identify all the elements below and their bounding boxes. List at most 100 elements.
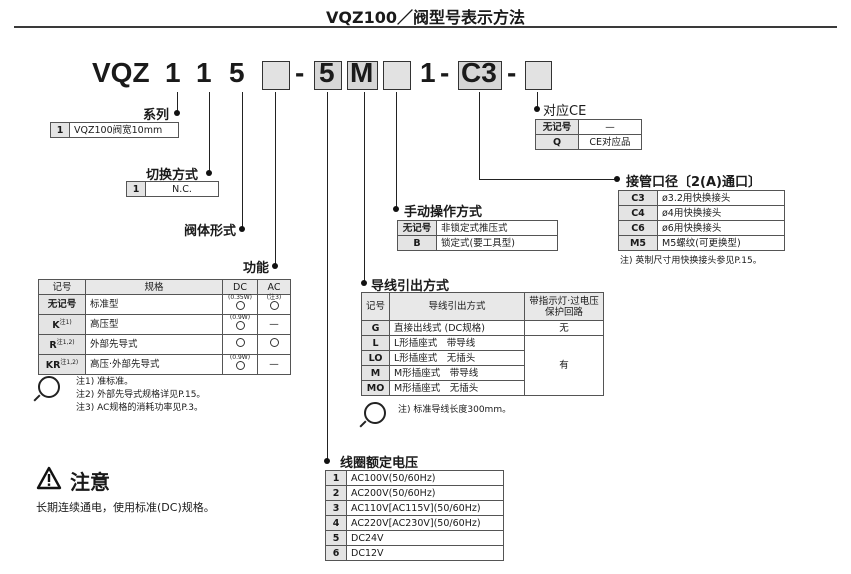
port-note: 注) 英制尺寸用快换接头参见P.15。 [620,256,762,266]
code-box-wiring [347,61,378,90]
voltage-value: AC220V[AC230V](50/60Hz) [346,515,504,531]
port-key: M5 [618,235,658,251]
voltage-value: DC24V [346,530,504,546]
magnifier-icon [364,402,386,424]
circle-icon [269,338,279,347]
leader-line [364,92,365,284]
table-row: 无记号— [535,119,642,135]
port-value: ø3.2用快换接头 [657,190,785,206]
caution-title: 注意 [70,470,110,494]
leader-dot [361,280,367,286]
circle-icon [235,321,245,330]
port-key: C3 [618,190,658,206]
leader-line [242,92,243,230]
table-row: KR注1,2) 高压·外部先导式 (0.9W) — [38,354,291,375]
table-row: G 直接出线式 (DC规格) 无 [360,320,605,336]
switch-value: N.C. [145,181,219,197]
port-key: C4 [618,205,658,221]
series-value: VQZ100阀宽10mm [69,122,179,138]
wiring-key: M [360,365,391,381]
table-row: MO M形插座式 无插头 [360,380,604,396]
ce-label: 对应CE [543,104,587,119]
caution-text: 长期连续通电，使用标准(DC)规格。 [36,501,215,514]
function-note: 注2) 外部先导式规格详见P.15。 [76,390,206,400]
circle-icon [235,301,245,310]
code-digit-wiring: M [350,57,374,88]
leader-dot [614,176,620,182]
table-row: K注1) 高压型 (0.9W) — [38,314,291,335]
leader-line [479,179,616,180]
function-header-ac: AC [257,279,291,295]
code-digit-voltage: 5 [319,57,335,88]
circle-icon [235,338,245,347]
leader-dot [393,206,399,212]
port-value: ø4用快换接头 [657,205,785,221]
table-row: 无记号非锁定式推压式 [397,220,558,236]
wiring-indicator: 有 [524,335,605,396]
manual-key: 无记号 [397,220,437,236]
function-code-note: 注1,2) [60,359,79,367]
wiring-label: 导线引出方式 [371,279,450,294]
port-label: 接管口径〔2(A)通口〕 [626,175,761,190]
wiring-header-indicator: 带指示灯·过电压保护回路 [524,292,605,321]
port-value: ø6用快换接头 [657,220,785,236]
manual-value: 非锁定式推压式 [436,220,558,236]
function-note: 注3) AC规格的消耗功率见P.3。 [76,403,203,413]
table-row: R注1,2) 外部先导式 [38,334,291,355]
wiring-key: L [360,335,391,351]
voltage-key: 6 [325,545,347,561]
code-dash: - [440,57,450,88]
table-row: 无记号 标准型 (0.35W) (注3) [38,294,291,315]
switch-label: 切换方式 [146,168,199,183]
code-digit-8: 1 [420,57,436,88]
wiring-header-method: 导线引出方式 [389,292,526,321]
leader-line [537,92,538,110]
magnifier-icon [38,376,60,398]
code-digit-body: 5 [229,57,245,88]
table-row: L L形插座式 带导线 有 [360,335,605,396]
wiring-value: L形插座式 无插头 [389,350,526,366]
wiring-value: 直接出线式 (DC规格) [389,320,526,336]
code-prefix: VQZ [92,57,150,88]
leader-line [327,92,328,462]
code-dash: - [295,57,305,88]
wiring-value: M形插座式 无插头 [389,380,526,396]
function-table: 记号 规格 DC AC 无记号 标准型 (0.35W) (注3) K注1) 高压… [38,279,291,375]
function-header-dc: DC [222,279,258,295]
code-digit-port: C3 [461,57,497,88]
code-box-manual [383,61,411,90]
function-dc-note: (0.9W) [229,314,251,321]
body-type-label: 阀体形式 [184,224,237,239]
function-note: 注1) 准标准。 [76,377,134,387]
wiring-key: MO [360,380,391,396]
code-digit-series: 1 [165,57,181,88]
code-box-function [262,61,290,90]
voltage-value: AC110V[AC115V](50/60Hz) [346,500,504,516]
leader-line [209,92,210,174]
leader-dot [324,458,330,464]
switch-key: 1 [126,181,146,197]
wiring-value: L形插座式 带导线 [389,335,526,351]
voltage-value: DC12V [346,545,504,561]
wiring-table: 记号 导线引出方式 带指示灯·过电压保护回路 G 直接出线式 (DC规格) 无 … [360,292,605,396]
function-dc-note: (0.9W) [229,354,251,361]
manual-value: 锁定式(要工具型) [436,235,558,251]
function-code: R [49,340,57,352]
leader-dot [272,263,278,269]
wiring-indicator: 无 [524,320,605,336]
voltage-key: 2 [325,485,347,501]
leader-dot [239,226,245,232]
leader-dot [206,170,212,176]
function-spec: 高压型 [85,314,223,335]
